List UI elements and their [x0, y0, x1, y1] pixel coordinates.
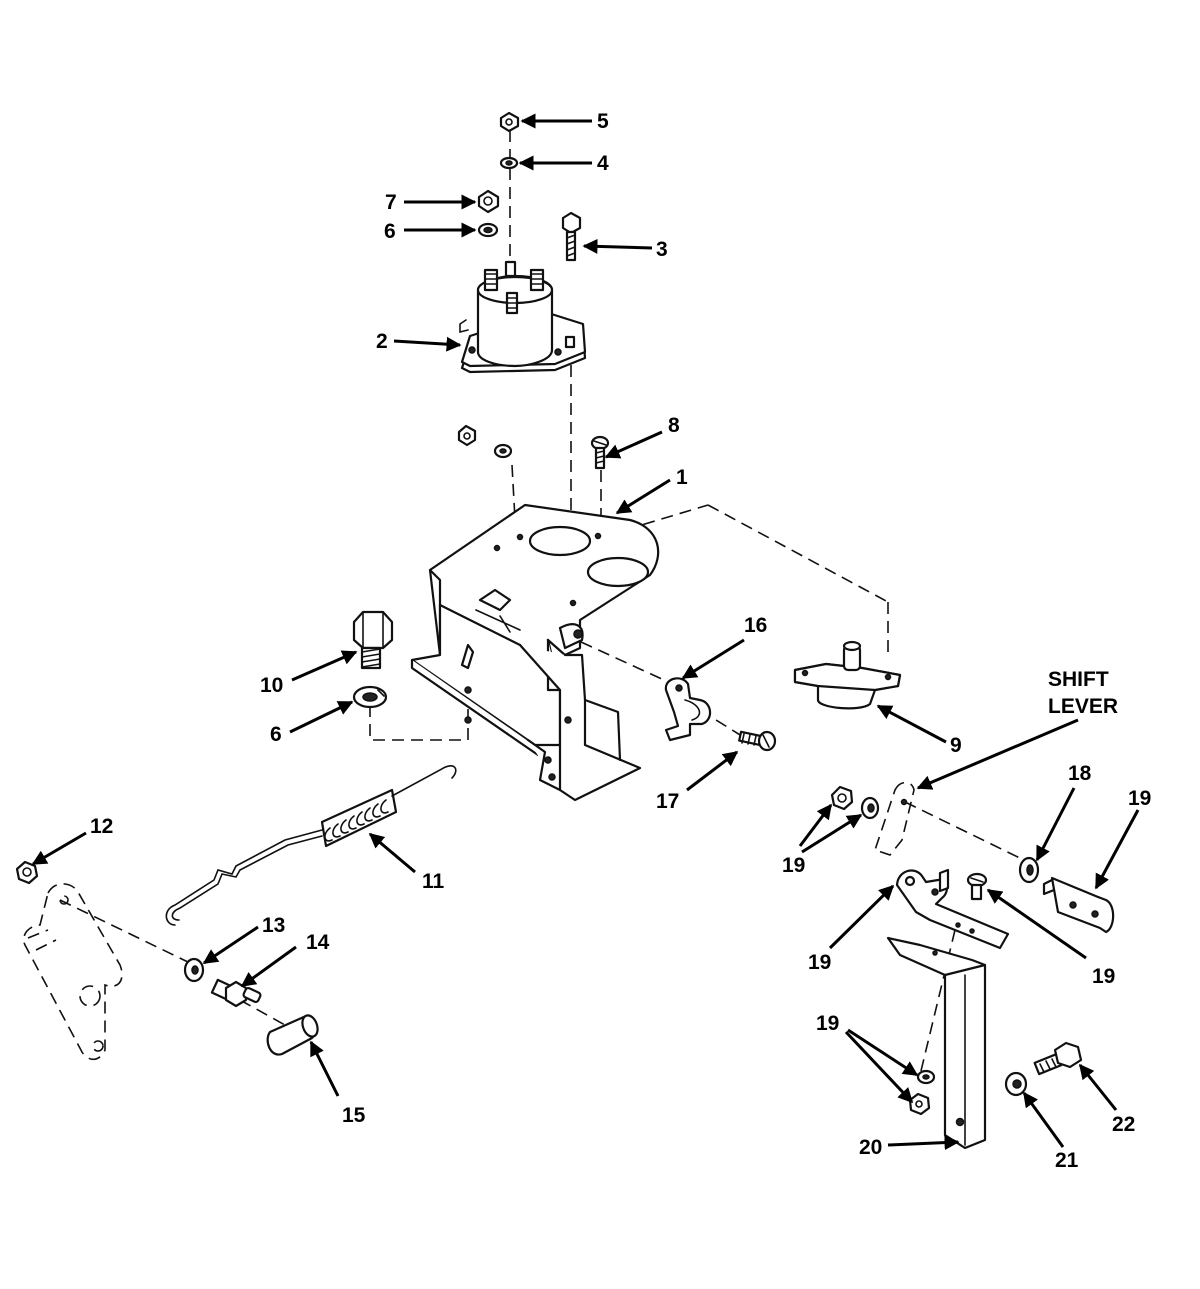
- washer-part-19-upper: [860, 796, 880, 820]
- nut-bracket-mount: [457, 424, 477, 447]
- nut-part-12: [15, 860, 39, 885]
- callout-19-lower: 19: [816, 1012, 839, 1035]
- callout-3: 3: [656, 238, 668, 261]
- callout-18: 18: [1068, 762, 1092, 785]
- screw-part-8: [590, 435, 610, 470]
- lock-washer-part-6-lower: [352, 685, 388, 709]
- callout-8: 8: [668, 414, 680, 437]
- callout-14: 14: [306, 931, 330, 954]
- callout-6-lower: 6: [270, 723, 282, 746]
- screw-part-17: [738, 730, 777, 752]
- nut-part-7: [477, 189, 500, 214]
- washer-part-21: [1004, 1071, 1028, 1097]
- stud-part-14: [210, 978, 262, 1008]
- bushing-part-15: [266, 1014, 319, 1056]
- callout-1: 1: [676, 466, 688, 489]
- shift-label-line2: LEVER: [1048, 695, 1118, 718]
- mounting-plate-phantom: [22, 883, 123, 1061]
- lever-arm-part-20: [886, 936, 987, 1150]
- callout-13: 13: [262, 914, 285, 937]
- washer-part-4: [499, 156, 519, 170]
- washer-part-18: [1018, 856, 1040, 884]
- callout-19-upper-left: 19: [782, 854, 805, 877]
- spring-part-11: [165, 765, 457, 926]
- callout-labels: 5 4 7 6 3 2 8 1 16 10 6 9 17 SHIFT LEVER…: [90, 110, 1151, 1172]
- nut-part-19-upper: [830, 785, 854, 811]
- bolt-part-22: [1033, 1041, 1083, 1076]
- clevis-part-19: [1042, 876, 1115, 934]
- callout-12: 12: [90, 815, 113, 838]
- clip-part-16: [664, 677, 712, 742]
- callout-7: 7: [385, 191, 397, 214]
- shift-label-line1: SHIFT: [1048, 668, 1109, 691]
- callout-21: 21: [1055, 1149, 1079, 1172]
- callout-15: 15: [342, 1104, 366, 1127]
- solenoid-part-2: [459, 260, 587, 374]
- nut-part-5: [499, 111, 520, 133]
- callout-10: 10: [260, 674, 283, 697]
- washer-part-13: [183, 957, 205, 983]
- washer-part-19-lower: [916, 1069, 936, 1085]
- shift-lever-phantom: [873, 781, 915, 856]
- callout-11: 11: [422, 870, 445, 893]
- screw-part-19-middle: [966, 872, 988, 901]
- callout-6-upper: 6: [384, 220, 396, 243]
- callout-16: 16: [744, 614, 767, 637]
- callout-19-clevis: 19: [1128, 787, 1151, 810]
- callout-19-bracket: 19: [808, 951, 831, 974]
- nut-part-19-lower: [908, 1092, 931, 1116]
- leader-lines: [31, 113, 1140, 1151]
- screw-part-3: [561, 211, 582, 262]
- callout-2: 2: [376, 330, 388, 353]
- callout-4: 4: [597, 152, 609, 175]
- washer-part-6-upper: [477, 222, 499, 238]
- bolt-part-10: [352, 610, 394, 670]
- mounting-bracket-part-1: [410, 503, 660, 802]
- callout-5: 5: [597, 110, 609, 133]
- callout-9: 9: [950, 734, 962, 757]
- switch-part-9: [793, 640, 902, 710]
- callout-17: 17: [656, 790, 679, 813]
- linkage-bracket-part-19: [895, 868, 1010, 950]
- callout-22: 22: [1112, 1113, 1135, 1136]
- callout-20: 20: [859, 1136, 882, 1159]
- washer-bracket-mount: [493, 443, 513, 459]
- callout-19-screw: 19: [1092, 965, 1115, 988]
